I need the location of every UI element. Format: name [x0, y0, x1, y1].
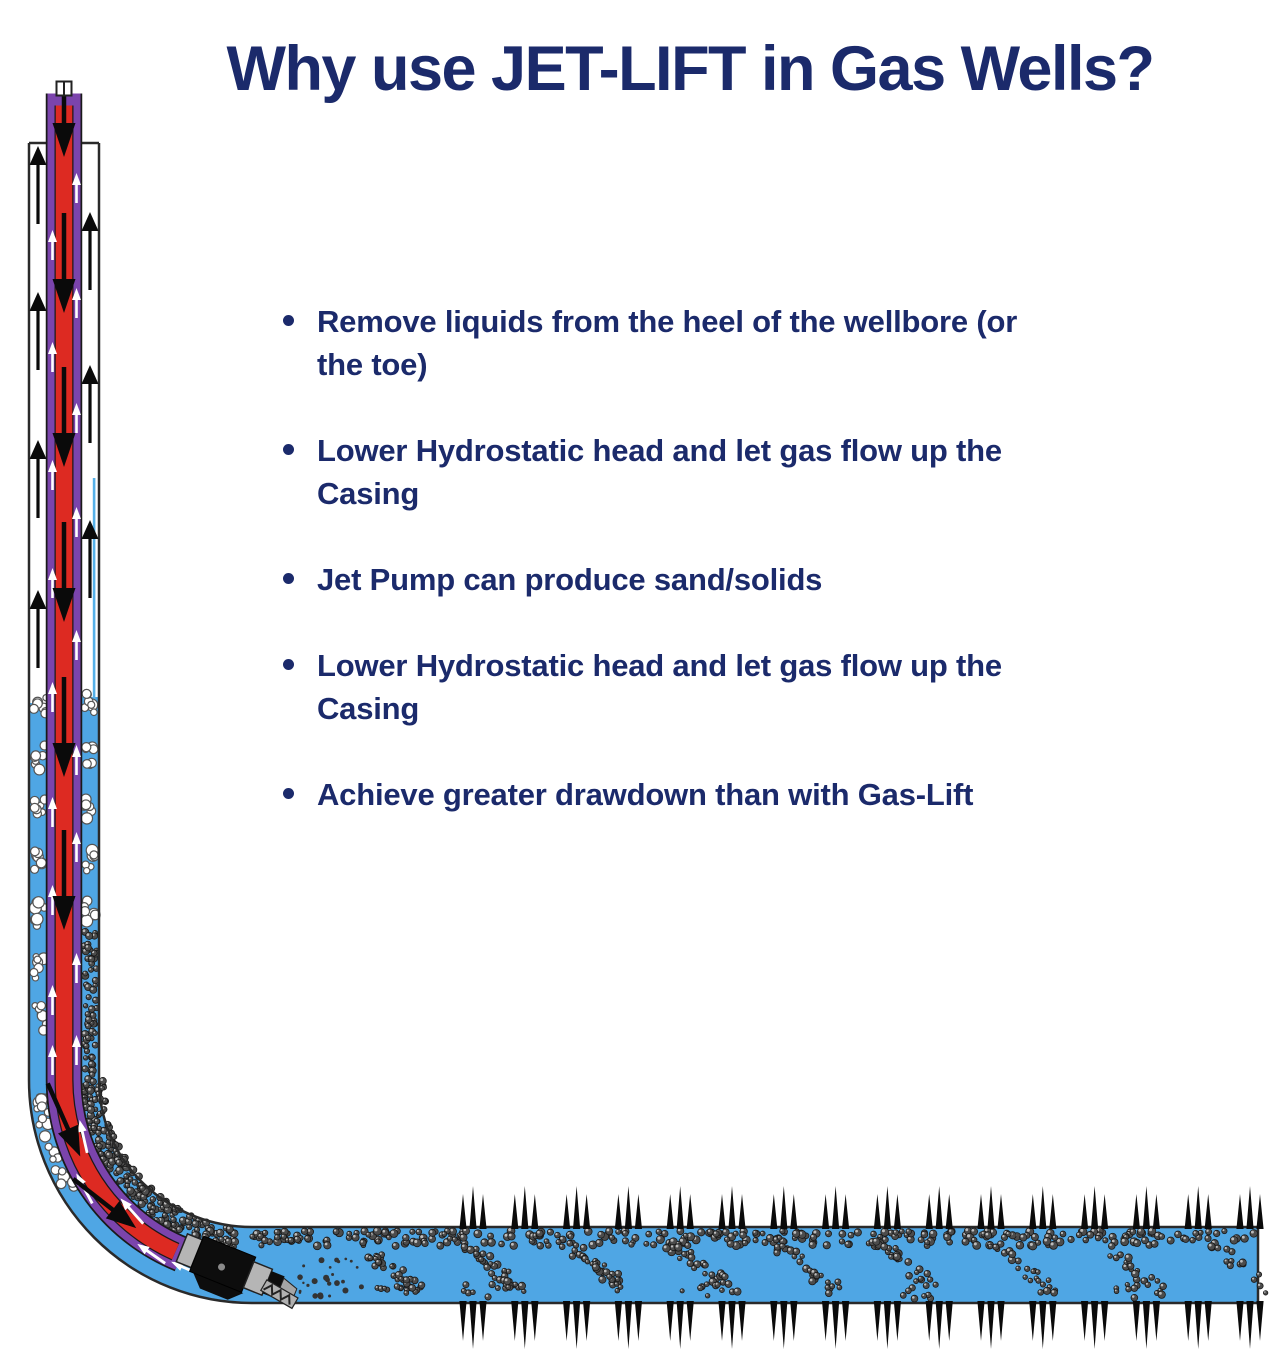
pump-stinger: [259, 1279, 299, 1310]
bullet-item: Jet Pump can produce sand/solids: [283, 558, 1163, 601]
jet-pump: [175, 1232, 299, 1310]
bullet-text: Achieve greater drawdown than with Gas-L…: [317, 777, 974, 812]
bullet-text: Jet Pump can produce sand/solids: [317, 562, 823, 597]
bullet-marker: [283, 573, 294, 584]
bullet-item: Remove liquids from the heel of the well…: [283, 300, 1163, 386]
flow-arrows-annulus: [29, 146, 99, 668]
casing-walls: [27, 141, 1260, 1305]
bullet-list: Remove liquids from the heel of the well…: [283, 300, 1163, 859]
bullet-marker: [283, 444, 294, 455]
tubing-string: [45, 93, 189, 1272]
bullet-marker: [283, 659, 294, 670]
bullet-text: Lower Hydrostatic head and let gas flow …: [317, 433, 1002, 511]
bullet-item: Lower Hydrostatic head and let gas flow …: [283, 429, 1163, 515]
bullet-marker: [283, 315, 294, 326]
wellhead: [55, 80, 73, 97]
casing-interior: [29, 143, 1258, 1303]
bullet-text: Remove liquids from the heel of the well…: [317, 304, 1018, 382]
bullet-item: Achieve greater drawdown than with Gas-L…: [283, 773, 1163, 816]
liquid-fill: [30, 478, 1257, 1302]
bullet-item: Lower Hydrostatic head and let gas flow …: [283, 644, 1163, 730]
slide-title: Why use JET-LIFT in Gas Wells?: [226, 34, 1155, 104]
bullet-text: Lower Hydrostatic head and let gas flow …: [317, 648, 1002, 726]
flow-arrows-tubing: [45, 96, 203, 1277]
bullet-marker: [283, 788, 294, 799]
perforation-spikes: [459, 1186, 1264, 1349]
gas-bubbles-lateral: [249, 1226, 1269, 1303]
